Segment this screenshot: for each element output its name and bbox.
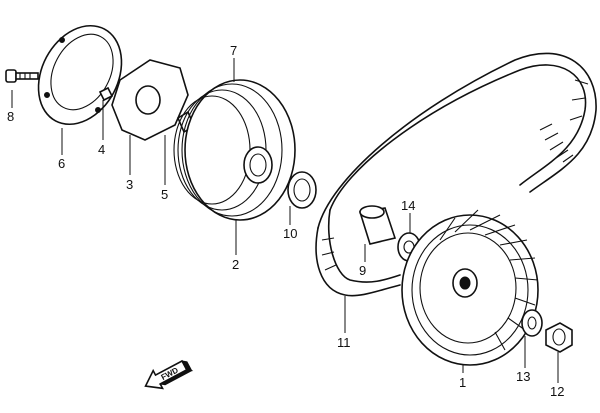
washer-13 xyxy=(521,309,543,337)
clip xyxy=(98,86,114,102)
drive-belt xyxy=(315,52,597,297)
nut xyxy=(545,322,573,353)
callout-5: 5 xyxy=(161,187,168,202)
forward-arrow-icon: FWD xyxy=(144,359,194,390)
callout-10: 10 xyxy=(283,226,297,241)
spacer xyxy=(358,205,397,245)
bolt xyxy=(5,69,39,83)
movable-drive-face xyxy=(173,79,296,221)
callout-11: 11 xyxy=(337,335,351,350)
callout-2: 2 xyxy=(232,257,239,272)
callout-8: 8 xyxy=(7,109,14,124)
callout-14: 14 xyxy=(401,198,415,213)
callout-12: 12 xyxy=(550,384,564,399)
leader-lines xyxy=(11,58,559,383)
oil-seal xyxy=(287,171,317,209)
callout-4: 4 xyxy=(98,142,105,157)
callout-3: 3 xyxy=(126,177,133,192)
fixed-drive-face xyxy=(401,209,539,366)
callout-13: 13 xyxy=(516,369,530,384)
callout-9: 9 xyxy=(359,263,366,278)
callout-6: 6 xyxy=(58,156,65,171)
callout-7: 7 xyxy=(230,43,237,58)
callout-1: 1 xyxy=(459,375,466,390)
cam-plate xyxy=(111,59,196,141)
cover-plate xyxy=(37,24,123,126)
callout-labels: 1 2 3 4 5 6 7 8 9 10 11 12 13 14 xyxy=(7,43,564,399)
